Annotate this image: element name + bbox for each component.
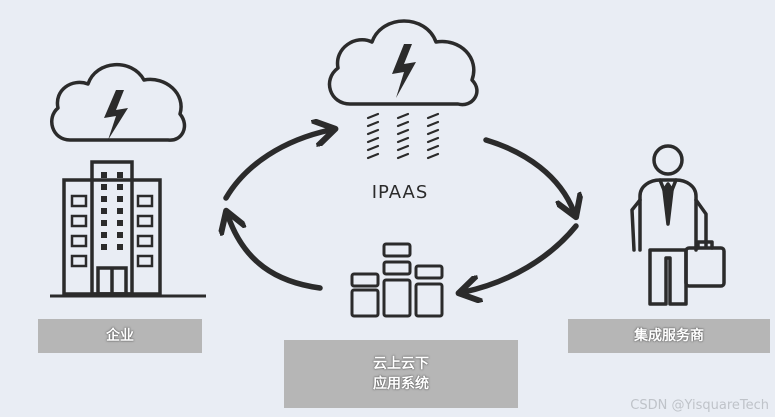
cycle-arrows	[226, 130, 576, 292]
arrow-apps-to-enterprise	[228, 216, 323, 291]
enterprise-cloud-lightning-icon	[50, 63, 187, 142]
enterprise-label: 企业	[38, 319, 202, 353]
integrator-label-text: 集成服务商	[634, 328, 704, 344]
arrow-enterprise-to-ipaas	[223, 130, 330, 201]
ipaas-cloud-lightning-icon	[327, 19, 479, 107]
watermark: CSDN @YisquareTech	[630, 398, 769, 413]
cloud-systems-label-line1: 云上云下	[373, 356, 429, 372]
ipaas-label: IPAAS	[371, 182, 429, 203]
rain-icon	[366, 112, 440, 160]
integrator-label: 集成服务商	[568, 319, 770, 353]
office-building-icon	[50, 160, 206, 298]
enterprise-label-text: 企业	[106, 328, 134, 344]
cloud-systems-label: 云上云下 应用系统	[284, 340, 518, 408]
arrow-ipaas-to-integrator	[483, 137, 574, 212]
cloud-systems-label-line2: 应用系统	[373, 376, 429, 392]
arrow-integrator-to-apps	[464, 223, 579, 292]
app-blocks-icon	[350, 242, 444, 318]
businessman-icon	[630, 144, 726, 306]
